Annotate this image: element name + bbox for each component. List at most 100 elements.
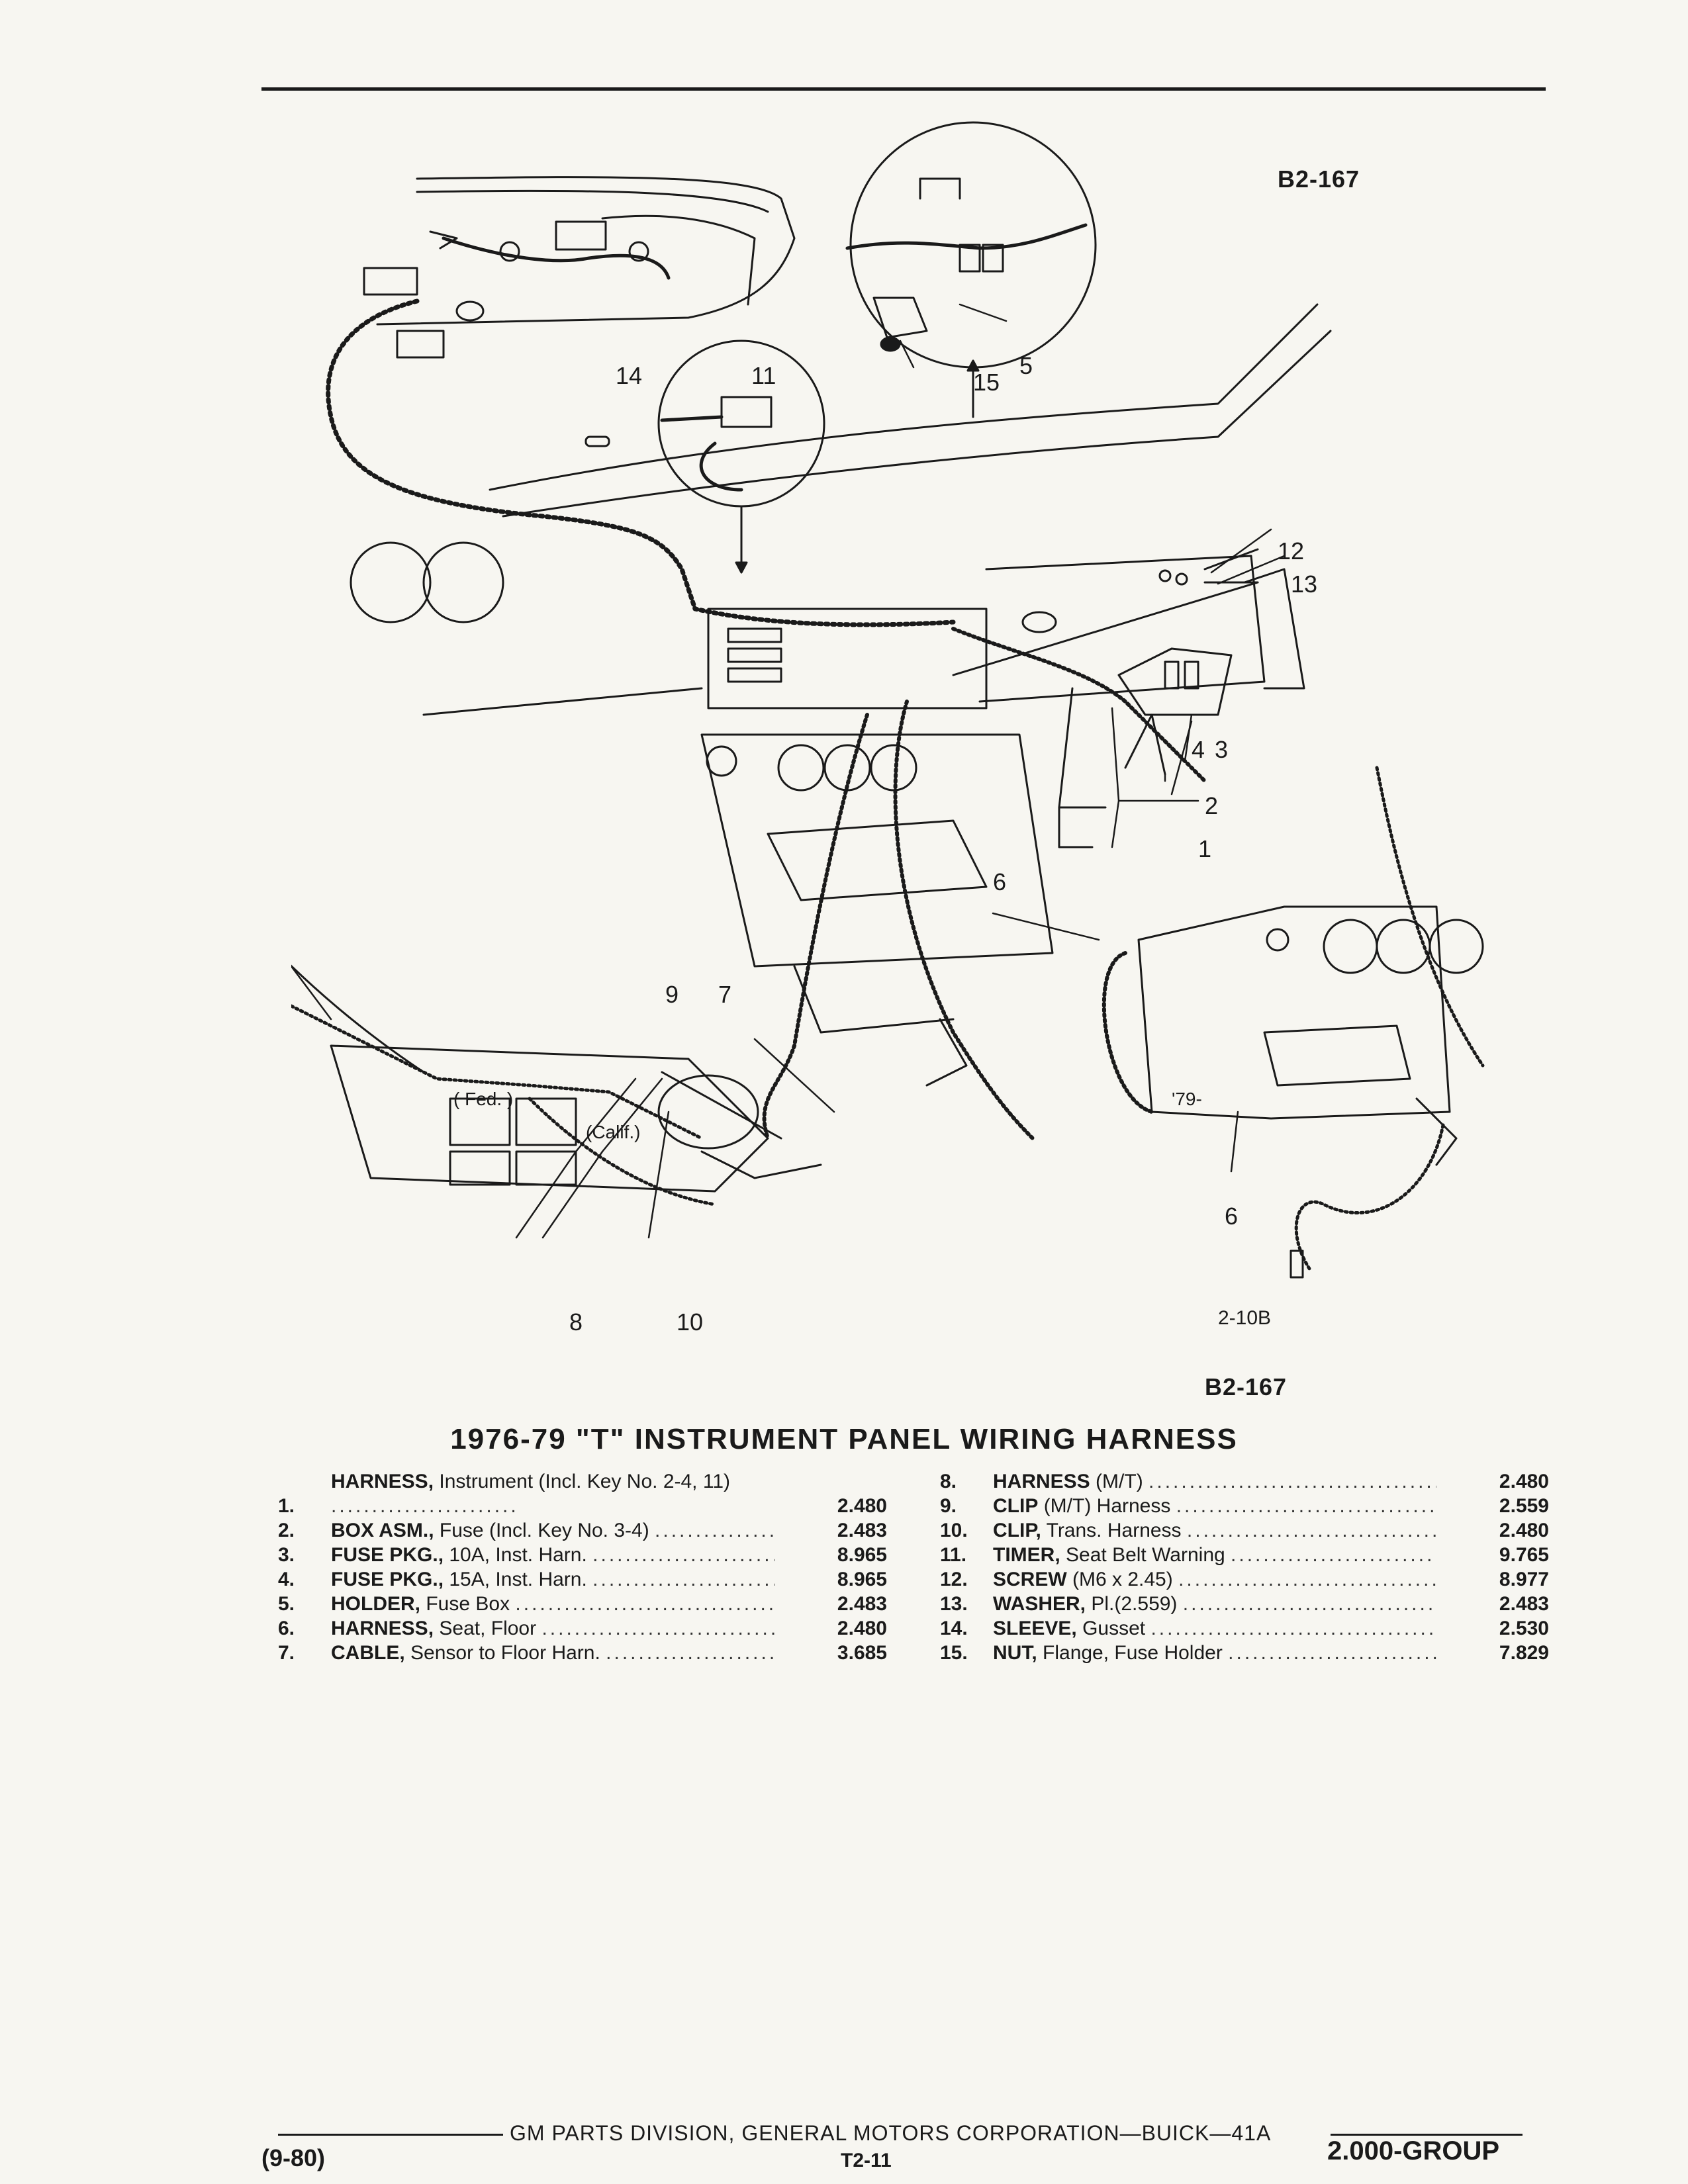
fuse-holder-detail-circle: [845, 121, 1097, 418]
item-group-ref: 9.765: [1499, 1544, 1549, 1566]
item-detail: (M6 x 2.45): [1072, 1569, 1173, 1590]
list-item: 3. FUSE PKG., 10A, Inst. Harn. .........…: [278, 1543, 887, 1567]
callout-2: 2: [1205, 792, 1218, 819]
callout-15: 15: [973, 369, 1000, 396]
item-name: SCREW: [993, 1569, 1067, 1590]
item-number: 6.: [278, 1617, 295, 1639]
item-description: CABLE, Sensor to Floor Harn. ...........…: [331, 1642, 774, 1664]
item-number: 3.: [278, 1544, 295, 1566]
list-item: 9. CLIP (M/T) Harness ..................…: [940, 1494, 1549, 1518]
item-group-ref: 2.483: [837, 1520, 887, 1541]
item-number: 13.: [940, 1593, 968, 1615]
item-detail: 15A, Inst. Harn.: [449, 1569, 587, 1590]
figure-ref: 2-10B: [1218, 1307, 1272, 1329]
console-1979-detail: [1102, 766, 1485, 1279]
item-name: CLIP: [993, 1495, 1039, 1517]
item-description: FUSE PKG., 15A, Inst. Harn. ............…: [331, 1569, 774, 1590]
item-number: 9.: [940, 1495, 957, 1517]
item-group-ref: 2.480: [837, 1495, 887, 1517]
item-group-ref: 2.480: [1499, 1471, 1549, 1492]
item-number: 10.: [940, 1520, 968, 1541]
callout-3: 3: [1215, 736, 1228, 763]
list-item: 5. HOLDER, Fuse Box ....................…: [278, 1592, 887, 1616]
item-detail: Seat, Floor: [439, 1617, 537, 1639]
list-item: 7. CABLE, Sensor to Floor Harn. ........…: [278, 1641, 887, 1665]
list-item: 14. SLEEVE, Gusset .....................…: [940, 1616, 1549, 1641]
item-number: 5.: [278, 1593, 295, 1615]
page-title: 1976-79 "T" INSTRUMENT PANEL WIRING HARN…: [450, 1423, 1238, 1455]
callout-6: 6: [993, 868, 1006, 895]
item-number: 2.: [278, 1520, 295, 1541]
item-detail: (M/T) Harness: [1043, 1495, 1171, 1517]
item-group-ref: 2.559: [1499, 1495, 1549, 1517]
item-description: TIMER, Seat Belt Warning ...............…: [993, 1544, 1435, 1566]
item-description: WASHER, Pl.(2.559) .....................…: [993, 1593, 1436, 1615]
item-description: HARNESS (M/T) ..........................…: [993, 1471, 1436, 1492]
list-item: 11. TIMER, Seat Belt Warning ...........…: [940, 1543, 1549, 1567]
item-detail: Gusset: [1082, 1617, 1146, 1639]
item-group-ref: 2.483: [1499, 1593, 1549, 1615]
callout-14: 14: [616, 362, 642, 389]
callout-6-console: 6: [1225, 1203, 1238, 1230]
item-description: HARNESS, Instrument (Incl. Key No. 2-4, …: [331, 1471, 730, 1517]
item-number: 15.: [940, 1642, 968, 1664]
item-detail: Seat Belt Warning: [1066, 1544, 1225, 1566]
item-description: CLIP (M/T) Harness .....................…: [993, 1495, 1436, 1517]
callout-10: 10: [677, 1308, 703, 1336]
item-number: 7.: [278, 1642, 295, 1664]
item-number: 12.: [940, 1569, 968, 1590]
item-group-ref: 2.480: [837, 1617, 887, 1639]
header-rule: [261, 87, 1546, 91]
footer-date: (9-80): [261, 2144, 326, 2171]
item-name: CABLE,: [331, 1642, 405, 1664]
item-number: 8.: [940, 1471, 957, 1492]
list-item: 13. WASHER, Pl.(2.559) .................…: [940, 1592, 1549, 1616]
item-group-ref: 8.965: [837, 1544, 887, 1566]
item-name: WASHER,: [993, 1593, 1086, 1615]
list-item: 4. FUSE PKG., 15A, Inst. Harn. .........…: [278, 1567, 887, 1592]
transmission-detail: [291, 964, 822, 1206]
item-group-ref: 2.483: [837, 1593, 887, 1615]
item-name: CLIP,: [993, 1520, 1041, 1541]
footer-group: 2.000-GROUP: [1327, 2136, 1500, 2165]
footer-publisher: GM PARTS DIVISION, GENERAL MOTORS CORPOR…: [510, 2121, 1272, 2145]
item-group-ref: 8.965: [837, 1569, 887, 1590]
label-fed: ( Fed. ): [453, 1089, 513, 1109]
callout-1: 1: [1198, 835, 1211, 862]
callout-13: 13: [1291, 570, 1317, 598]
item-description: HOLDER, Fuse Box .......................…: [331, 1593, 774, 1615]
label-79: '79-: [1172, 1089, 1202, 1109]
item-description: SLEEVE, Gusset .........................…: [993, 1617, 1436, 1639]
item-group-ref: 2.530: [1499, 1617, 1549, 1639]
item-name: HARNESS: [993, 1471, 1090, 1492]
item-description: NUT, Flange, Fuse Holder ...............…: [993, 1642, 1436, 1664]
footer-rule-left: [278, 2134, 503, 2136]
item-number: 11.: [940, 1544, 967, 1566]
list-item: 2. BOX ASM., Fuse (Incl. Key No. 3-4) ..…: [278, 1518, 887, 1543]
callout-leaders: [291, 303, 1286, 1239]
instrument-panel-body: [350, 303, 1332, 1140]
item-group-ref: 7.829: [1499, 1642, 1549, 1664]
callout-9: 9: [665, 981, 679, 1008]
item-detail: Fuse (Incl. Key No. 3-4): [439, 1520, 649, 1541]
wiring-harness-illustration: 1 2 3 4 5 6 6 7 8 9 10 11 12 13 14 15 ( …: [291, 121, 1485, 1336]
item-description: HARNESS, Seat, Floor ...................…: [331, 1617, 774, 1639]
callout-11: 11: [751, 362, 776, 389]
gusset-sleeve-part: [585, 435, 610, 447]
item-number: 14.: [940, 1617, 968, 1639]
item-detail: Fuse Box: [426, 1593, 510, 1615]
item-name: BOX ASM.,: [331, 1520, 434, 1541]
figure-code-bottom: B2-167: [1205, 1373, 1288, 1400]
item-group-ref: 8.977: [1499, 1569, 1549, 1590]
item-detail: Flange, Fuse Holder: [1043, 1642, 1223, 1664]
list-item: 15. NUT, Flange, Fuse Holder ...........…: [940, 1641, 1549, 1665]
item-name: TIMER,: [993, 1544, 1060, 1566]
item-number: 1.: [278, 1495, 295, 1517]
list-item: 8. HARNESS (M/T) .......................…: [940, 1469, 1549, 1494]
parts-list-right: 8. HARNESS (M/T) .......................…: [940, 1469, 1549, 1665]
callout-12: 12: [1278, 537, 1304, 565]
item-detail: Sensor to Floor Harn.: [410, 1642, 600, 1664]
footer-rule-right: [1331, 2134, 1523, 2136]
item-description: CLIP, Trans. Harness ...................…: [993, 1520, 1436, 1541]
timer-detail-circle: [657, 340, 825, 574]
